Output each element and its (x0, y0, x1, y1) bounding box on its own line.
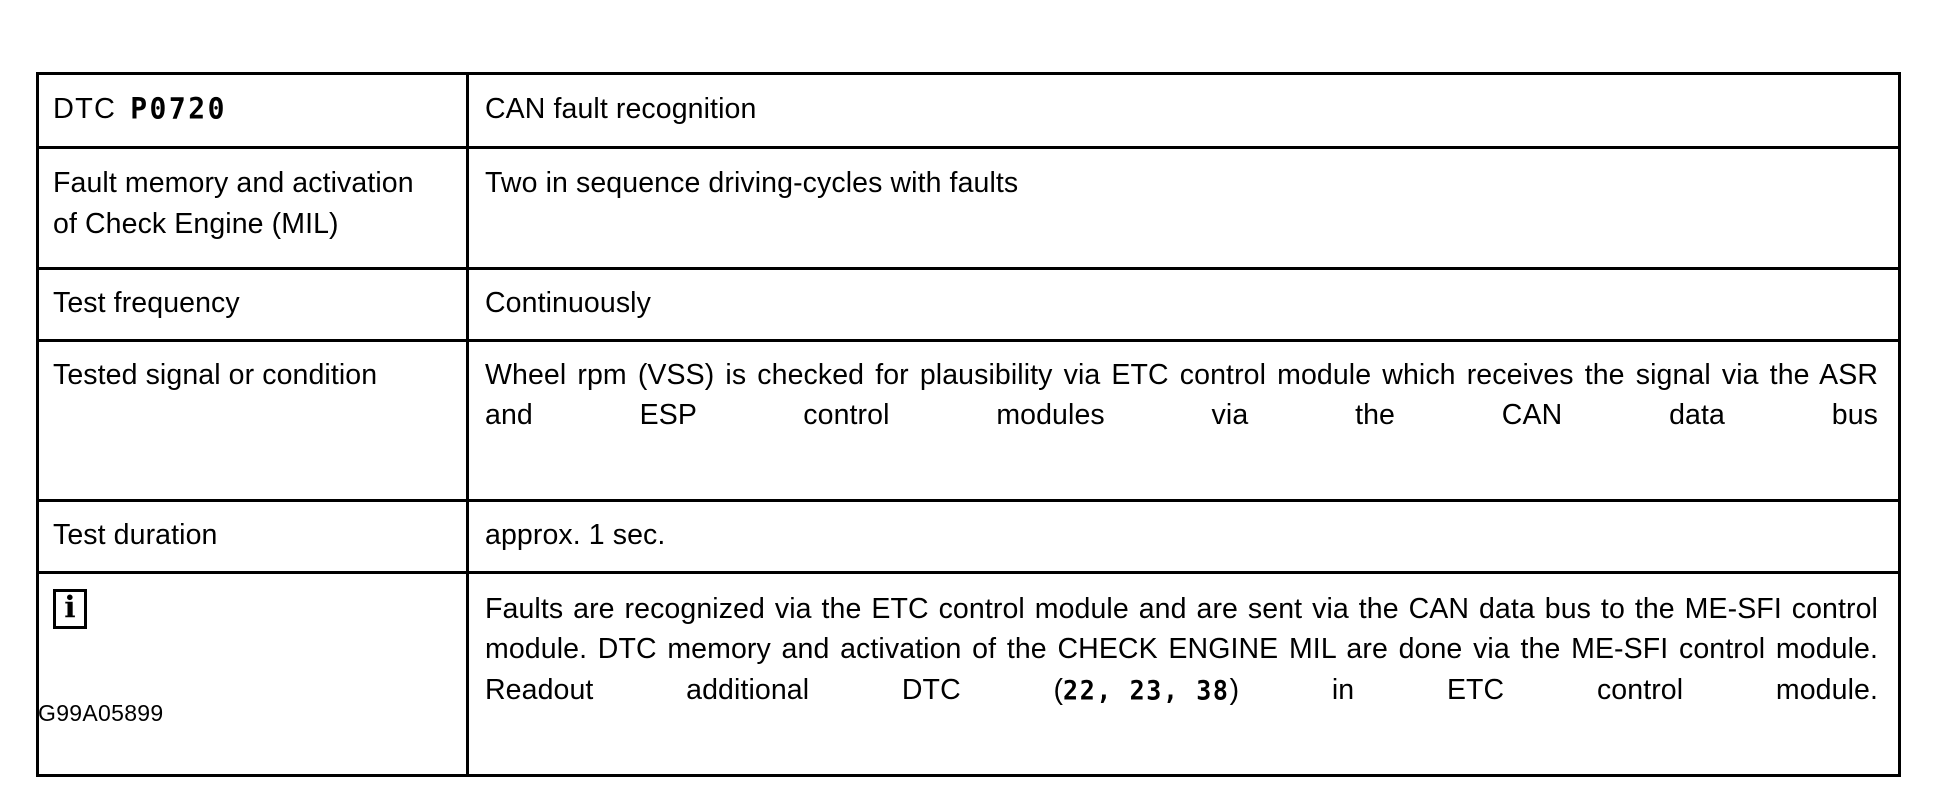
table-row: Test duration approx. 1 sec. (36, 498, 1901, 574)
dtc-label-text: DTC (53, 93, 117, 125)
test-duration-label-cell: Test duration (36, 498, 469, 574)
note-value-cell: Faults are recognized via the ETC contro… (466, 570, 1901, 777)
dtc-code-label-cell: DTC P0720 (36, 71, 469, 150)
fault-memory-value-cell: Two in sequence driving-cycles with faul… (466, 146, 1901, 270)
dtc-specification-table: DTC P0720 CAN fault recognition Fault mem… (36, 71, 1901, 777)
table-row: DTC P0720 CAN fault recognition (36, 71, 1901, 150)
fault-memory-value-text: Two in sequence driving-cycles with faul… (485, 167, 1019, 200)
tested-signal-label-text: Tested signal or condition (53, 358, 378, 391)
table-row: i Faults are recognized via the ETC cont… (36, 570, 1901, 777)
table-row: Test frequency Continuously (36, 266, 1901, 342)
dtc-description-text: CAN fault recognition (485, 93, 757, 125)
note-text-part1: Faults are recognized via the ETC contro… (485, 592, 1878, 707)
table-row: Tested signal or condition Wheel rpm (VS… (36, 338, 1901, 502)
test-duration-value-text: approx. 1 sec. (485, 518, 666, 551)
dtc-description-cell: CAN fault recognition (466, 71, 1901, 150)
fault-memory-label-cell: Fault memory and activation of Check Eng… (36, 146, 469, 270)
table-row: Fault memory and activation of Check Eng… (36, 146, 1901, 270)
tested-signal-value-text: Wheel rpm (VSS) is checked for plausibil… (485, 358, 1878, 432)
tested-signal-label-cell: Tested signal or condition (36, 338, 469, 502)
info-icon: i (53, 588, 87, 629)
note-additional-dtc-codes: 22, 23, 38 (1063, 675, 1230, 707)
fault-memory-label-line1: Fault memory and activation (53, 167, 414, 200)
dtc-table-container: DTC P0720 CAN fault recognition Fault mem… (36, 71, 1901, 777)
info-icon-glyph: i (64, 590, 76, 626)
note-text-part2: ) in ETC control module. (1229, 674, 1878, 707)
test-duration-value-cell: approx. 1 sec. (466, 498, 1901, 574)
test-frequency-value-text: Continuously (485, 286, 651, 319)
test-frequency-value-cell: Continuously (466, 266, 1901, 342)
dtc-code-value: P0720 (130, 90, 227, 126)
test-frequency-label-cell: Test frequency (36, 266, 469, 342)
figure-caption: G99A05899 (38, 700, 164, 726)
fault-memory-label-line2: of Check Engine (MIL) (53, 208, 339, 241)
tested-signal-value-cell: Wheel rpm (VSS) is checked for plausibil… (466, 338, 1901, 502)
test-frequency-label-text: Test frequency (53, 286, 240, 319)
note-icon-cell: i (36, 570, 469, 777)
note-value-text: Faults are recognized via the ETC contro… (469, 574, 1898, 774)
test-duration-label-text: Test duration (53, 518, 218, 551)
